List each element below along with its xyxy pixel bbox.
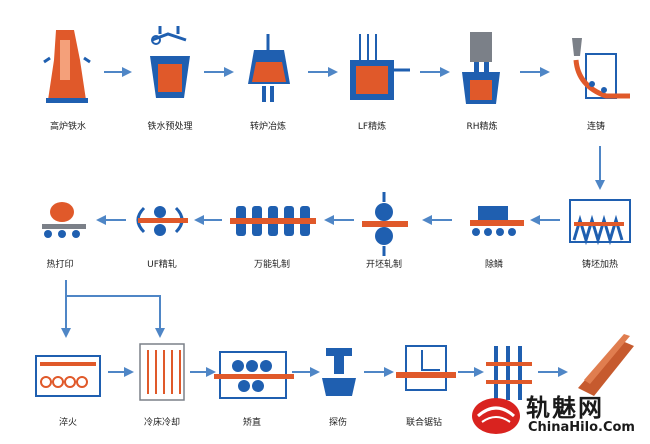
watermark-brand: 轨魅网 <box>526 394 604 422</box>
watermark-site: ChinaHilo.Com <box>528 420 635 435</box>
rail-stacking-icon <box>486 346 532 400</box>
hot-metal-pretreatment-icon <box>150 26 190 98</box>
finished-rail-icon <box>578 334 634 396</box>
continuous-casting-icon <box>572 38 630 99</box>
step-label: 矫直 <box>242 418 262 428</box>
descaling-icon <box>470 206 524 236</box>
quenching-icon <box>35 355 101 397</box>
universal-rolling-icon <box>230 206 316 236</box>
flaw-detection-icon <box>322 348 356 396</box>
step-label: 连铸 <box>586 122 606 132</box>
step-label: 铁水预处理 <box>147 122 193 132</box>
step-label: 开坯轧制 <box>365 260 403 270</box>
step-label: 万能轧制 <box>253 260 291 270</box>
lf-refining-icon <box>350 34 410 100</box>
step-label: 转炉冶炼 <box>249 122 287 132</box>
step-label: LF精炼 <box>357 122 387 132</box>
reheating-furnace-icon <box>569 199 631 246</box>
step-label: 高炉铁水 <box>49 122 87 132</box>
hot-marking-icon <box>42 202 86 238</box>
rh-refining-icon <box>462 32 500 104</box>
saw-drill-icon <box>396 345 456 391</box>
step-label: 联合锯钻 <box>405 418 443 428</box>
uf-finishing-rolling-icon <box>136 206 188 236</box>
step-label: 淬火 <box>58 418 78 428</box>
step-label: RH精炼 <box>466 122 498 132</box>
breakdown-rolling-icon <box>362 192 408 256</box>
watermark-logo-icon <box>472 398 520 434</box>
step-label: 除鳞 <box>484 260 504 270</box>
blast-furnace-icon <box>43 30 91 103</box>
step-label: 铸坯加热 <box>581 260 619 270</box>
converter-icon <box>248 34 290 102</box>
watermark: 轨魅网 ChinaHilo.Com <box>468 386 648 442</box>
step-label: 热打印 <box>46 260 74 270</box>
step-label: UF精轧 <box>147 260 177 270</box>
straightening-icon <box>214 351 294 399</box>
cooling-bed-icon <box>139 343 185 401</box>
step-label: 探伤 <box>328 418 348 428</box>
step-label: 冷床冷却 <box>143 418 181 428</box>
